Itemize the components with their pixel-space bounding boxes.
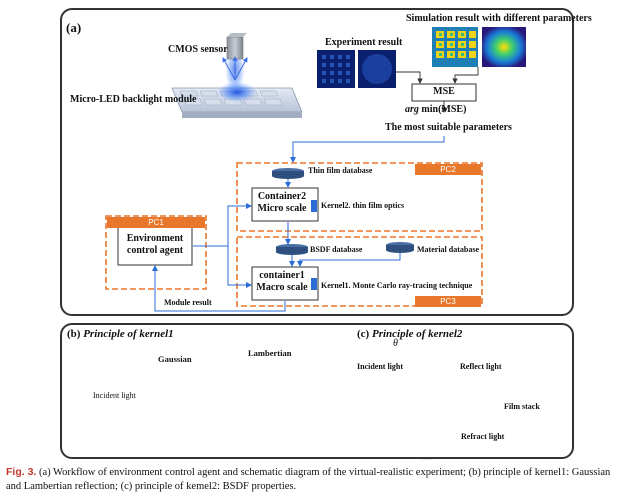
thin-film-db-label: Thin film database (308, 166, 373, 175)
module-result-label: Module result (164, 298, 212, 307)
material-db-label: Material database (417, 245, 479, 254)
kernel1-marker (311, 278, 317, 290)
kernel1-label: Kernel1. Monte Carlo ray-tracing techniq… (321, 281, 473, 290)
reflect-light-label: Reflect light (460, 362, 502, 371)
suitable-parameters-label: The most suitable parameters (385, 122, 512, 133)
bsdf-db-label: BSDF database (310, 245, 363, 254)
gaussian-label: Gaussian (158, 354, 192, 364)
panel-c-label: (c) Principle of kernel2 (357, 328, 463, 340)
thin-film-database-icon (272, 168, 304, 179)
container2-box (251, 187, 319, 222)
backlight-label: Micro-LED backlight module (70, 94, 197, 105)
film-stack-label: Film stack (504, 402, 540, 411)
figure-caption: Fig. 3. (a) Workflow of environment cont… (6, 465, 624, 494)
pc1-tag: PC1 (107, 217, 205, 228)
cmos-sensor (222, 33, 248, 81)
parameter-link (290, 136, 445, 163)
experiment-images (317, 50, 396, 88)
incident-light-label-b: Incident light (93, 391, 136, 400)
blue-flow-lines (152, 179, 401, 312)
experiment-label: Experiment result (325, 37, 403, 48)
pc2-tag: PC2 (415, 164, 481, 175)
panel-a-label: (a) (66, 20, 82, 35)
panel-bc (60, 323, 574, 459)
kernel2-label: Kernel2. thin film optics (321, 201, 405, 210)
argmin-label: arg min(MSE) (405, 104, 467, 115)
agent-box (117, 226, 193, 266)
mse-label: MSE (433, 86, 455, 97)
pc2-box (236, 162, 483, 232)
container1-box (251, 266, 319, 301)
pc3-tag: PC3 (415, 296, 481, 307)
caption-text: (a) Workflow of environment control agen… (6, 467, 611, 492)
theta-label: θ (393, 338, 398, 349)
material-database-icon (386, 242, 414, 253)
pc3-box (236, 236, 483, 307)
panel-b-label: (b) Principle of kernel1 (67, 328, 174, 340)
lambertian-label: Lambertian (248, 348, 292, 358)
simulation-images (432, 27, 526, 67)
refract-light-label: Refract light (461, 432, 505, 441)
bsdf-database-icon (276, 244, 308, 255)
kernel2-marker (311, 200, 317, 212)
incident-light-label-c: Incident light (357, 362, 404, 371)
cmos-sensor-label: CMOS sensor (168, 44, 228, 55)
pc1-box (105, 215, 207, 290)
upper-flow-arrows (396, 67, 479, 113)
simulation-label: Simulation result with different paramet… (406, 13, 592, 24)
figure-number: Fig. 3. (6, 466, 37, 478)
